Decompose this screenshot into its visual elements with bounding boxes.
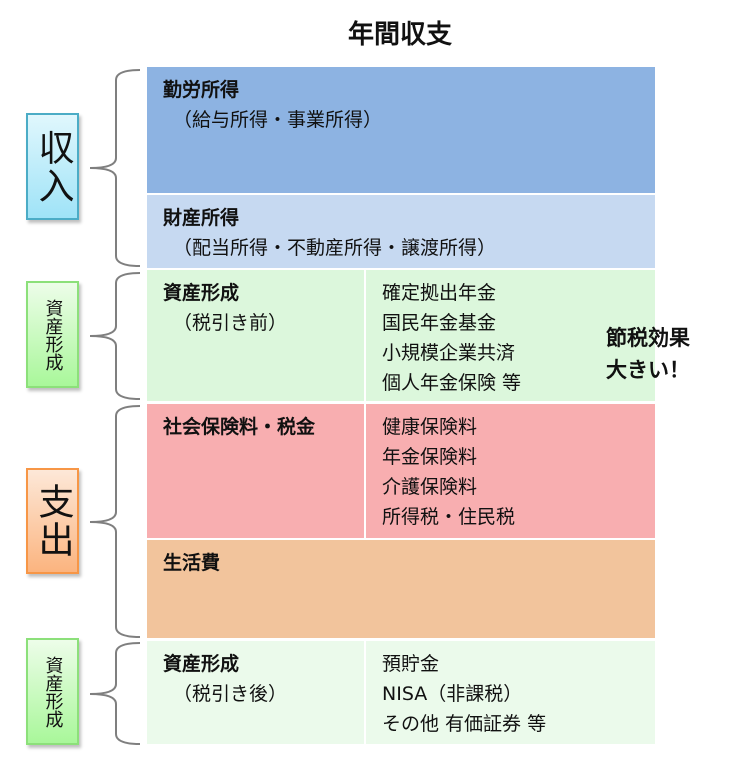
asset-before-items: 確定拠出年金 国民年金基金 小規模企業共済 個人年金保険 等 [364, 270, 521, 401]
employment-income-sub: （給与所得・事業所得） [173, 109, 383, 131]
property-income-sub: （配当所得・不動産所得・譲渡所得） [173, 237, 497, 259]
list-item: 年金保険料 [382, 446, 478, 468]
expense-label: 支出 [26, 468, 79, 574]
brace-group [89, 69, 141, 745]
list-item: 国民年金基金 [382, 312, 497, 334]
tax-saving-note: 節税効果 大きい！ [606, 322, 690, 386]
asset-before-sub: （税引き前） [173, 312, 288, 334]
list-item: 個人年金保険 等 [382, 372, 522, 394]
asset-after-label: 資産形成 [26, 638, 79, 745]
note-line1: 節税効果 [606, 326, 690, 350]
asset-before-title: 資産形成 [163, 282, 240, 304]
living-cost-block: 生活費 [147, 540, 655, 638]
brace-asset-before [89, 272, 141, 400]
list-item: 介護保険料 [382, 476, 478, 498]
social-tax-title: 社会保険料・税金 [163, 416, 316, 438]
list-item: 所得税・住民税 [382, 506, 516, 528]
employment-income-title: 勤労所得 [163, 79, 240, 101]
brace-income [89, 69, 141, 267]
list-item: 預貯金 [382, 653, 440, 675]
asset-before-label: 資産形成 [26, 281, 79, 388]
asset-after-block: 資産形成 （税引き後） 預貯金 NISA（非課税） その他 有価証券 等 [147, 641, 655, 744]
asset-after-sub: （税引き後） [173, 683, 288, 705]
asset-after-items: 預貯金 NISA（非課税） その他 有価証券 等 [364, 641, 546, 744]
list-item: NISA（非課税） [382, 683, 523, 705]
brace-asset-after [89, 642, 141, 745]
list-item: 健康保険料 [382, 416, 478, 438]
property-income-title: 財産所得 [163, 207, 240, 229]
living-cost-title: 生活費 [163, 552, 221, 574]
list-item: 確定拠出年金 [382, 282, 497, 304]
list-item: その他 有価証券 等 [382, 713, 547, 735]
income-label: 収入 [26, 113, 79, 220]
page-title: 年間収支 [347, 20, 452, 50]
list-item: 小規模企業共済 [382, 342, 516, 364]
social-tax-block: 社会保険料・税金 健康保険料 年金保険料 介護保険料 所得税・住民税 [147, 404, 655, 538]
brace-expense [89, 405, 141, 638]
note-line2: 大きい！ [606, 358, 690, 382]
asset-after-title: 資産形成 [163, 653, 240, 675]
social-tax-items: 健康保険料 年金保険料 介護保険料 所得税・住民税 [364, 404, 515, 538]
property-income-block: 財産所得 （配当所得・不動産所得・譲渡所得） [147, 195, 655, 268]
employment-income-block: 勤労所得 （給与所得・事業所得） [147, 67, 655, 193]
asset-before-block: 資産形成 （税引き前） 確定拠出年金 国民年金基金 小規模企業共済 個人年金保険… [147, 270, 655, 401]
